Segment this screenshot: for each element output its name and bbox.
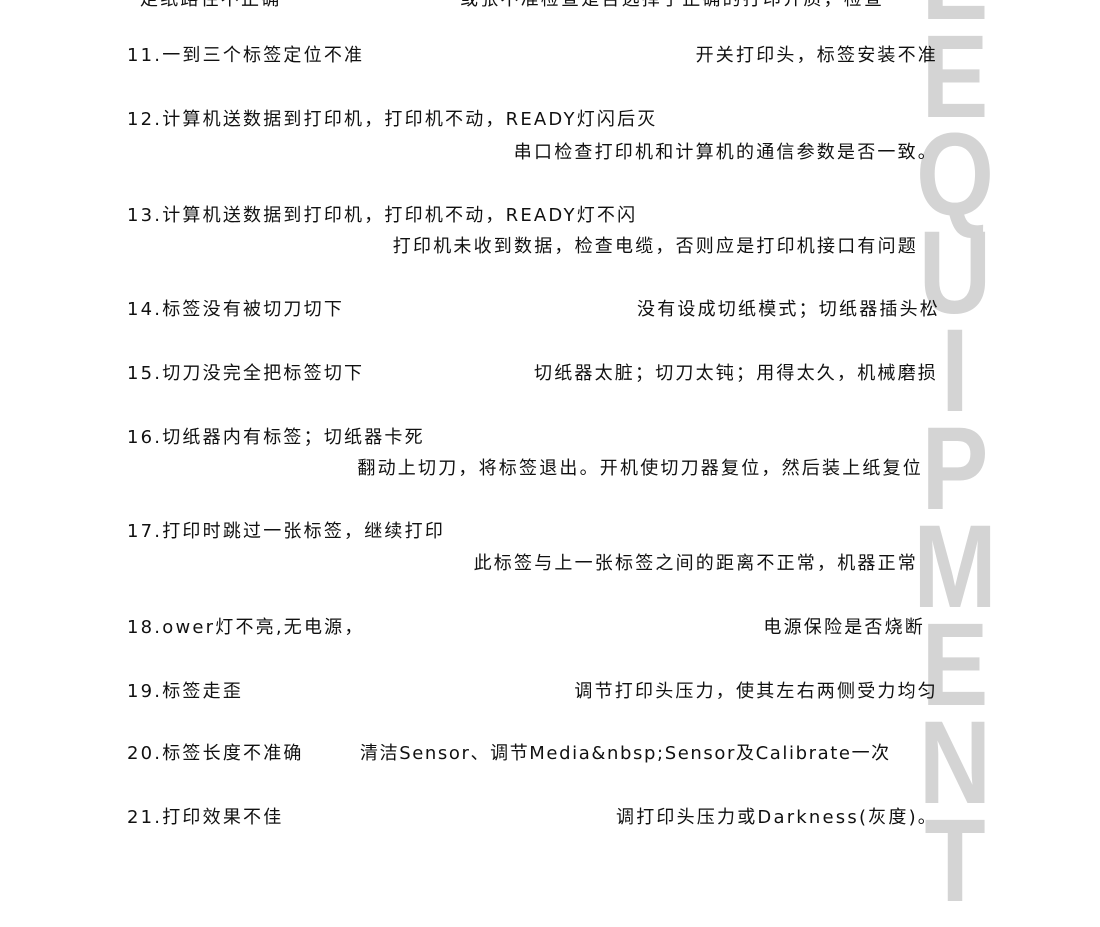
item-issue: 21.打印效果不佳: [127, 806, 283, 830]
item-issue-text: 切纸器内有标签；切纸器卡死: [162, 427, 425, 448]
item-number: 20.: [127, 743, 163, 764]
item-issue: 15.切刀没完全把标签切下: [127, 362, 364, 386]
item-issue: 14.标签没有被切刀切下: [127, 298, 344, 322]
item-issue-text: 标签走歪: [162, 681, 244, 702]
item-number: 12.: [127, 109, 163, 130]
item-issue-text: 切刀没完全把标签切下: [162, 363, 365, 384]
item-issue: 19.标签走歪: [127, 680, 243, 704]
top-partial-solution: 或张不准检查是否选择了正确的打印介质，检查: [460, 0, 884, 12]
item-number: 21.: [127, 807, 163, 828]
item-issue: 18.ower灯不亮,无电源，: [127, 616, 365, 640]
item-number: 18.: [127, 617, 163, 638]
item-number: 16.: [127, 427, 163, 448]
item-issue-text: 一到三个标签定位不准: [162, 45, 365, 66]
item-issue: 17.打印时跳过一张标签，继续打印: [127, 520, 445, 544]
item-issue-text: ower灯不亮,无电源，: [162, 617, 365, 638]
item-issue-text: 计算机送数据到打印机，打印机不动，READY灯闪后灭: [162, 109, 658, 130]
item-number: 11.: [127, 45, 163, 66]
item-solution: 电源保险是否烧断: [763, 617, 925, 638]
item-solution: 调打印头压力或Darkness(灰度)。: [616, 807, 938, 828]
item-issue-text: 计算机送数据到打印机，打印机不动，READY灯不闪: [162, 205, 638, 226]
item-solution: 清洁Sensor、调节Media&nbsp;Sensor及Calibrate一次: [360, 743, 891, 764]
item-issue-text: 标签长度不准确: [162, 743, 304, 764]
item-number: 17.: [127, 521, 163, 542]
item-issue-text: 打印时跳过一张标签，继续打印: [162, 521, 446, 542]
item-issue: 13.计算机送数据到打印机，打印机不动，READY灯不闪: [127, 204, 637, 228]
item-issue: 11.一到三个标签定位不准: [127, 44, 364, 68]
item-issue: 20.标签长度不准确: [127, 742, 304, 766]
item-solution: 开关打印头，标签安装不准: [695, 45, 938, 66]
item-solution: 此标签与上一张标签之间的距离不正常，机器正常: [473, 553, 918, 574]
item-solution: 切纸器太脏；切刀太钝；用得太久，机械磨损: [534, 363, 938, 384]
item-issue-text: 打印效果不佳: [162, 807, 284, 828]
top-partial-issue: 走纸路径不正确: [140, 0, 281, 12]
item-solution: 翻动上切刀，将标签退出。开机使切刀器复位，然后装上纸复位: [357, 458, 923, 479]
item-number: 15.: [127, 363, 163, 384]
item-solution: 串口检查打印机和计算机的通信参数是否一致。: [513, 142, 938, 163]
item-number: 14.: [127, 299, 163, 320]
item-solution: 调节打印头压力，使其左右两侧受力均匀: [574, 681, 938, 702]
item-issue-text: 标签没有被切刀切下: [162, 299, 345, 320]
item-issue: 16.切纸器内有标签；切纸器卡死: [127, 426, 425, 450]
item-solution: 打印机未收到数据，检查电缆，否则应是打印机接口有问题: [392, 236, 918, 257]
item-solution: 没有设成切纸模式；切纸器插头松: [637, 299, 940, 320]
item-number: 13.: [127, 205, 163, 226]
item-issue: 12.计算机送数据到打印机，打印机不动，READY灯闪后灭: [127, 108, 658, 132]
item-number: 19.: [127, 681, 163, 702]
equipment-watermark: EEQUIPMENT: [913, 0, 997, 927]
